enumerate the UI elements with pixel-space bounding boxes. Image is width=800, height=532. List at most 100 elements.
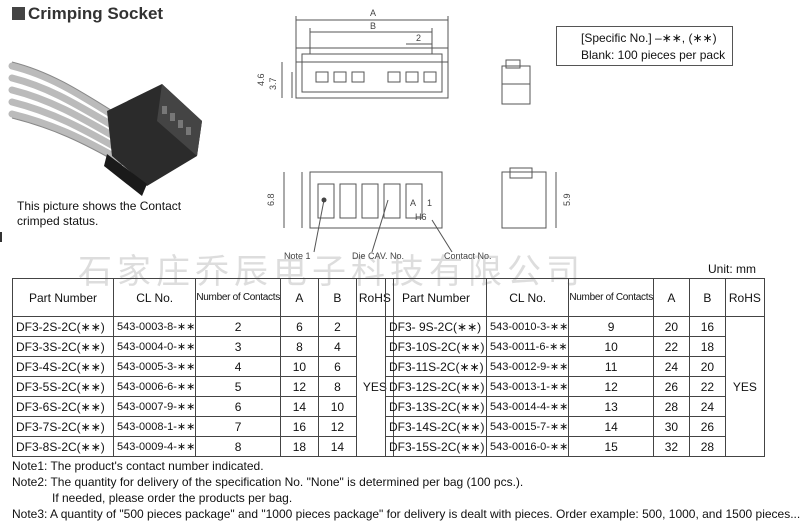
left-edge-mark (0, 232, 2, 242)
part-number-cell: DF3- 9S-2C(∗∗) (385, 316, 487, 337)
note1-leader-label: Note 1 (284, 251, 311, 261)
contacts-cell: 10 (568, 336, 654, 357)
cl-no-cell: 543-0005-3-∗∗ (112, 356, 197, 377)
contacts-cell: 12 (568, 376, 654, 397)
dim-a-label: A (370, 8, 376, 18)
b-cell: 12 (317, 416, 357, 437)
left-parts-table: Part Number CL No. Number of Contacts A … (12, 278, 394, 457)
a-cell: 16 (279, 416, 319, 437)
header-a: A (652, 278, 690, 317)
section-title: Crimping Socket (12, 4, 163, 24)
b-cell: 16 (688, 316, 726, 337)
b-cell: 8 (317, 376, 357, 397)
cl-no-cell: 543-0016-0-∗∗ (485, 436, 570, 457)
part-number-cell: DF3-13S-2C(∗∗) (385, 396, 487, 417)
unit-label: Unit: mm (708, 262, 756, 276)
a-cell: 6 (279, 316, 319, 337)
connector-photo (8, 61, 202, 196)
contacts-cell: 4 (195, 356, 281, 377)
title-text: Crimping Socket (28, 4, 164, 23)
header-b: B (317, 278, 357, 317)
a-cell: 12 (279, 376, 319, 397)
cl-no-cell: 543-0008-1-∗∗ (112, 416, 197, 437)
dim-4-6-label: 4.6 (256, 73, 266, 86)
part-number-cell: DF3-4S-2C(∗∗) (12, 356, 114, 377)
part-number-cell: DF3-5S-2C(∗∗) (12, 376, 114, 397)
mark-a-label: A (410, 198, 416, 208)
contacts-cell: 13 (568, 396, 654, 417)
contacts-cell: 7 (195, 416, 281, 437)
contacts-cell: 9 (568, 316, 654, 337)
b-cell: 18 (688, 336, 726, 357)
header-cl-no: CL No. (485, 278, 570, 317)
caption-line-2: crimped status. (17, 214, 99, 228)
b-cell: 10 (317, 396, 357, 417)
cl-no-cell: 543-0011-6-∗∗ (485, 336, 570, 357)
cl-no-cell: 543-0010-3-∗∗ (485, 316, 570, 337)
technical-drawing: A B 2 4.6 3.7 6.8 5.9 A 1 H6 Note 1 Die … (256, 8, 572, 261)
cl-no-cell: 543-0004-0-∗∗ (112, 336, 197, 357)
square-bullet-icon (12, 7, 25, 20)
a-cell: 20 (652, 316, 690, 337)
a-cell: 26 (652, 376, 690, 397)
spec-line-1: [Specific No.] –∗∗, (∗∗) (581, 31, 717, 45)
note-2-continued: If needed, please order the products per… (52, 491, 293, 505)
mark-1-label: 1 (427, 198, 432, 208)
dim-5-9-label: 5.9 (562, 193, 572, 206)
dim-3-7-label: 3.7 (268, 77, 278, 90)
a-cell: 14 (279, 396, 319, 417)
notes: Note1: The product's contact number indi… (12, 458, 800, 522)
b-cell: 4 (317, 336, 357, 357)
spec-box: [Specific No.] –∗∗, (∗∗) Blank: 100 piec… (556, 26, 733, 66)
header-rohs: RoHS (724, 278, 765, 317)
a-cell: 10 (279, 356, 319, 377)
dim-6-8-label: 6.8 (266, 193, 276, 206)
note1-marker (321, 197, 327, 203)
contacts-cell: 15 (568, 436, 654, 457)
caption-line-1: This picture shows the Contact (17, 199, 182, 213)
b-cell: 28 (688, 436, 726, 457)
b-cell: 20 (688, 356, 726, 377)
contact-no-label: Contact No. (444, 251, 492, 261)
part-number-cell: DF3-8S-2C(∗∗) (12, 436, 114, 457)
part-number-cell: DF3-6S-2C(∗∗) (12, 396, 114, 417)
part-number-cell: DF3-11S-2C(∗∗) (385, 356, 487, 377)
right-parts-table: Part Number CL No. Number of Contacts A … (385, 278, 765, 457)
b-cell: 14 (317, 436, 357, 457)
a-cell: 24 (652, 356, 690, 377)
cl-no-cell: 543-0015-7-∗∗ (485, 416, 570, 437)
b-cell: 24 (688, 396, 726, 417)
part-number-cell: DF3-15S-2C(∗∗) (385, 436, 487, 457)
cl-no-cell: 543-0009-4-∗∗ (112, 436, 197, 457)
header-b: B (688, 278, 726, 317)
contacts-cell: 14 (568, 416, 654, 437)
b-cell: 26 (688, 416, 726, 437)
b-cell: 22 (688, 376, 726, 397)
contacts-cell: 3 (195, 336, 281, 357)
dim-2-label: 2 (416, 33, 421, 43)
contacts-cell: 5 (195, 376, 281, 397)
a-cell: 28 (652, 396, 690, 417)
a-cell: 32 (652, 436, 690, 457)
contacts-cell: 6 (195, 396, 281, 417)
cl-no-cell: 543-0013-1-∗∗ (485, 376, 570, 397)
header-a: A (279, 278, 319, 317)
cl-no-cell: 543-0006-6-∗∗ (112, 376, 197, 397)
note-2: Note2: The quantity for delivery of the … (12, 475, 524, 489)
cl-no-cell: 543-0007-9-∗∗ (112, 396, 197, 417)
a-cell: 30 (652, 416, 690, 437)
header-part-number: Part Number (12, 278, 114, 317)
